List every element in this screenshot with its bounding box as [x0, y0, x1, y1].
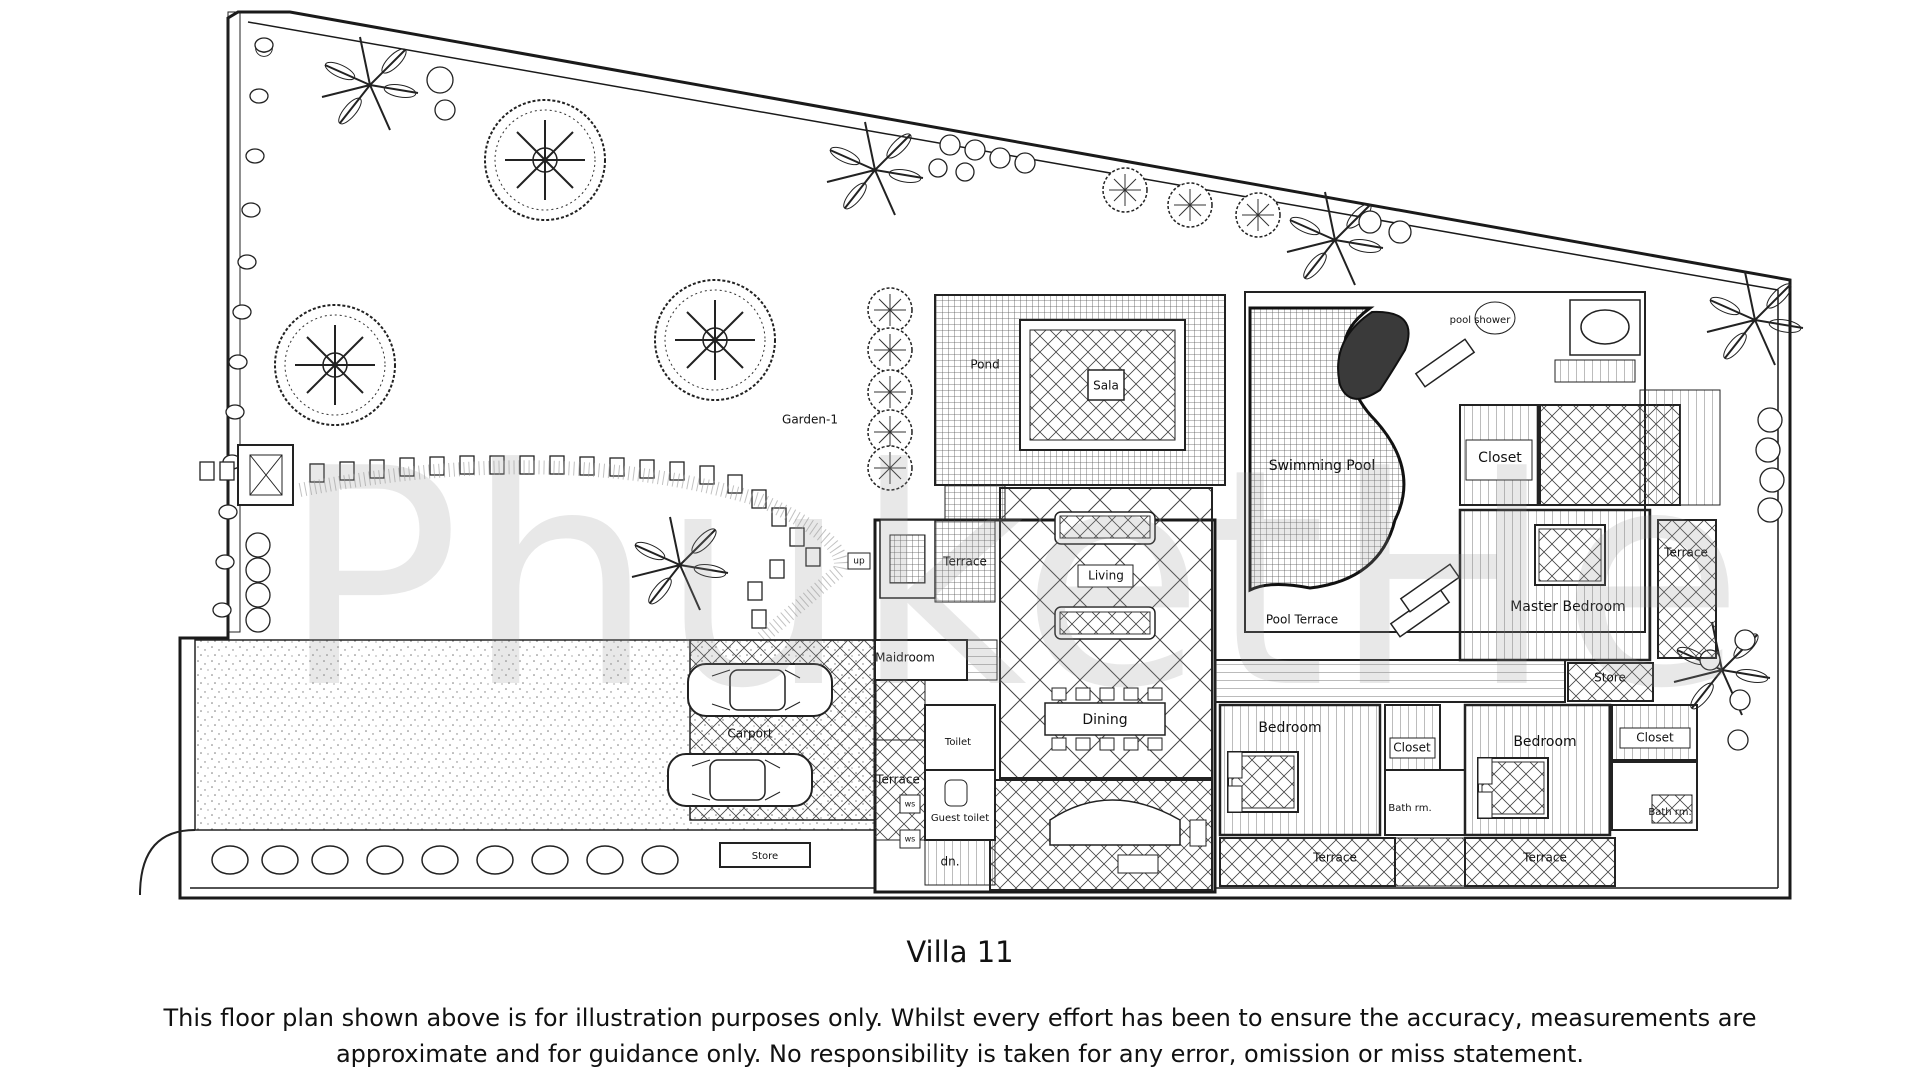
terrace2-label: Terrace — [1522, 851, 1567, 865]
bathrm1-label: Bath rm. — [1388, 803, 1431, 814]
master-closet-label: Closet — [1478, 450, 1522, 466]
left-wall-shrubs — [227, 11, 273, 633]
pool-terrace-label: Pool Terrace — [1266, 613, 1338, 627]
shrub-icon — [1102, 167, 1148, 213]
toilet — [924, 704, 996, 771]
bedroom2-label: Bedroom — [1513, 734, 1576, 750]
bathroom-1 — [1384, 769, 1466, 836]
plan-title: Villa 11 — [906, 935, 1014, 969]
living-label: Living — [1088, 569, 1124, 583]
pond-label: Pond — [970, 358, 999, 372]
dn-label: dn. — [940, 855, 959, 869]
terrace-master-label: Terrace — [1663, 546, 1708, 560]
terrace-2 — [1464, 837, 1616, 887]
car-icon — [687, 663, 833, 717]
bathrm2-label: Bath rm. — [1648, 807, 1691, 818]
service-terrace — [874, 739, 926, 841]
terrace-1 — [1219, 837, 1396, 887]
store-master-label: Store — [1594, 671, 1626, 685]
hedge — [867, 287, 913, 491]
pool-shower-label: pool shower — [1450, 315, 1512, 326]
tree-icon — [654, 279, 776, 401]
ws2-label: ws — [905, 835, 916, 844]
tree-icon — [484, 99, 606, 221]
shrub-icon — [1235, 192, 1281, 238]
guest-toilet-label: Guest toilet — [931, 813, 989, 824]
entry-gate — [237, 444, 294, 506]
entry-terrace — [934, 519, 996, 603]
store-car-label: Store — [752, 851, 778, 862]
terrace1-label: Terrace — [1312, 851, 1357, 865]
toilet-label: Toilet — [944, 737, 971, 748]
closet2-label: Closet — [1636, 731, 1674, 745]
disclaimer-text: This floor plan shown above is for illus… — [163, 1004, 1757, 1068]
master-terrace — [1657, 519, 1717, 659]
bed-icon — [1477, 757, 1549, 819]
dining-label: Dining — [1082, 712, 1127, 728]
sala-label: Sala — [1093, 379, 1119, 393]
terrace-service-label: Terrace — [875, 773, 920, 787]
ws1-label: ws — [905, 800, 916, 809]
carport-label: Carport — [727, 727, 773, 741]
master-bedroom-label: Master Bedroom — [1510, 599, 1626, 615]
closet1-label: Closet — [1393, 741, 1431, 755]
up-label: up — [853, 557, 865, 567]
bedroom1-label: Bedroom — [1258, 720, 1321, 736]
bed-icon — [1227, 751, 1299, 813]
car-icon — [667, 753, 813, 807]
terrace-entry-label: Terrace — [942, 555, 987, 569]
store-car — [719, 842, 811, 868]
maid-room — [874, 639, 968, 681]
stepping-stones — [199, 455, 821, 629]
garden-label: Garden-1 — [782, 413, 838, 427]
villa-floor-plan: Garden-1 Pond Sala Terrace up Living Din… — [139, 10, 1804, 900]
maid-room-label: Maidroom — [875, 651, 935, 665]
tree-icon — [274, 304, 396, 426]
swimming-pool-label: Swimming Pool — [1269, 458, 1376, 474]
shrub-icon — [1167, 182, 1213, 228]
master-store — [1567, 662, 1654, 702]
